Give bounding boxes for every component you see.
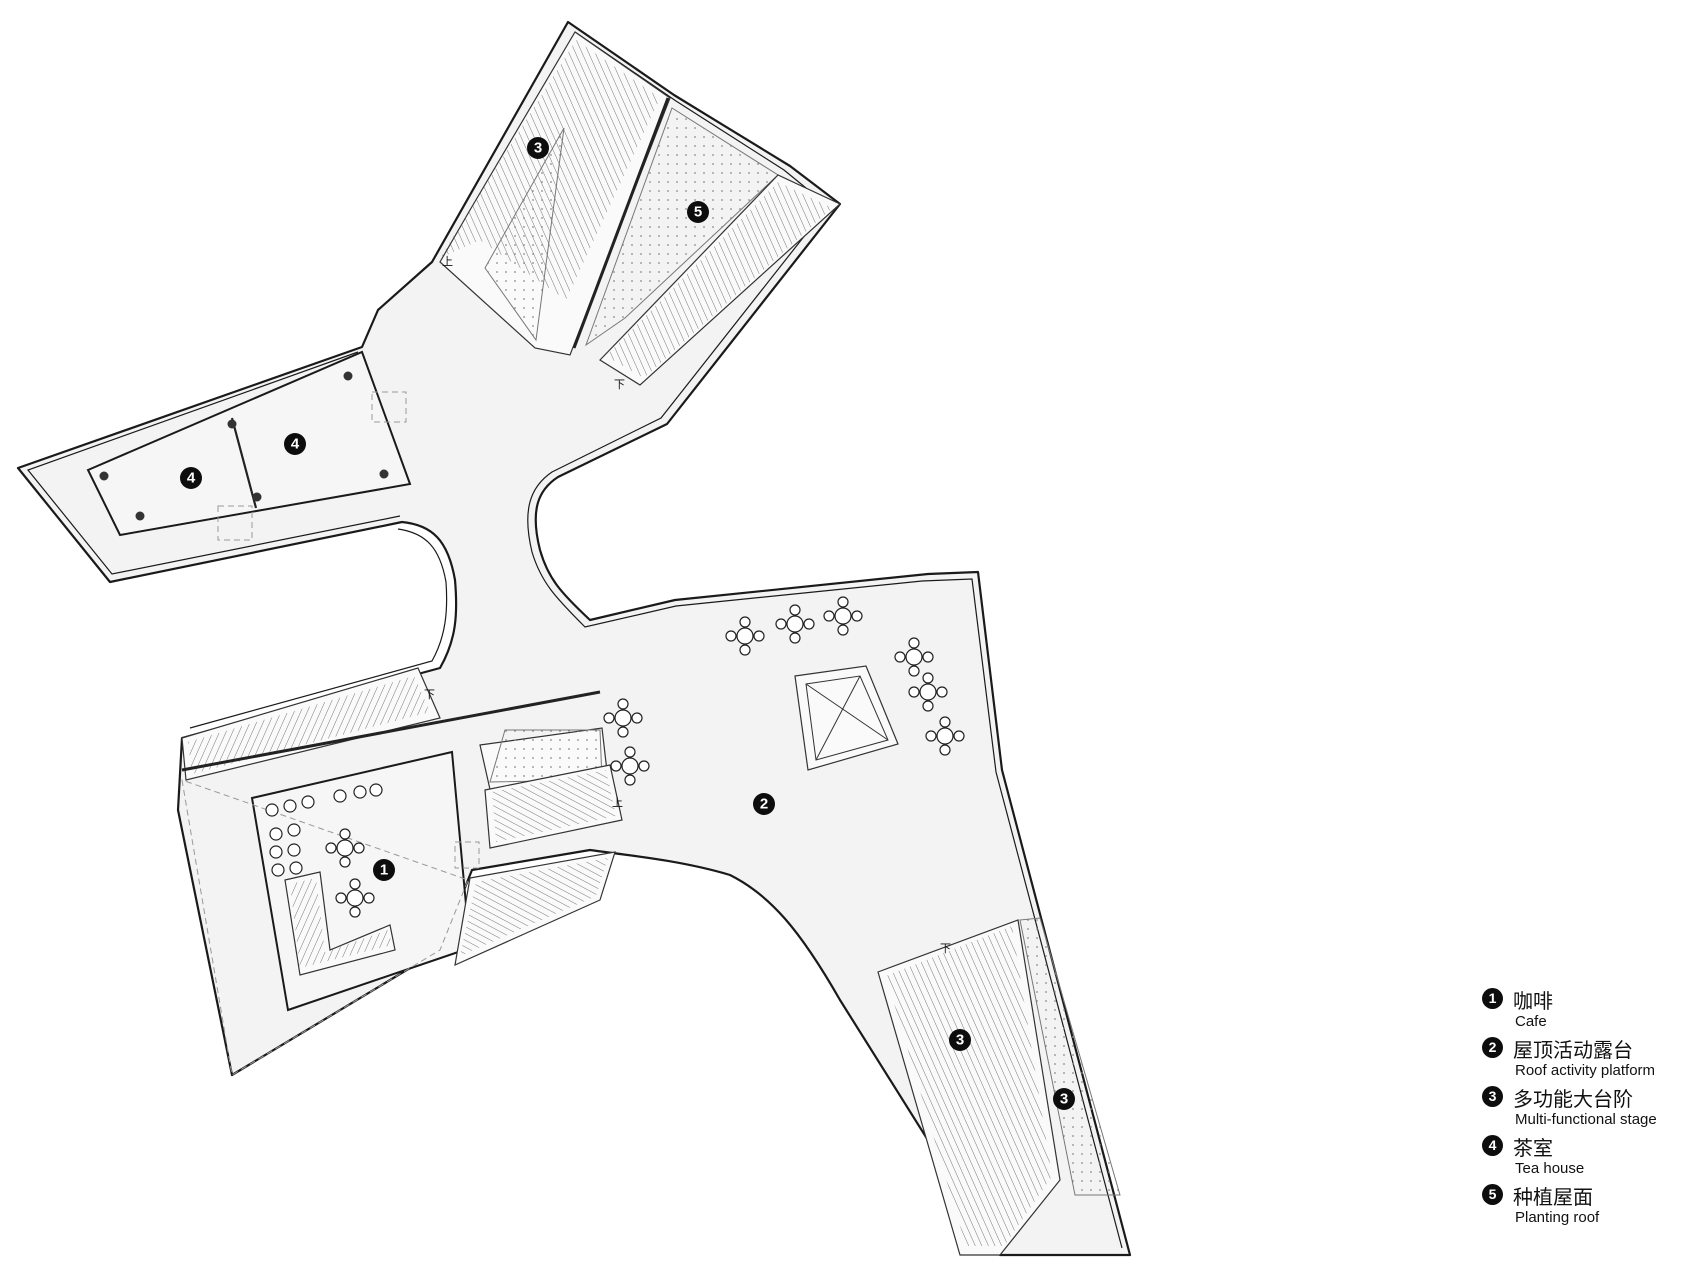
legend-item-cafe: 1 咖啡 Cafe xyxy=(1478,985,1700,1034)
legend-label-en: Tea house xyxy=(1515,1160,1585,1177)
table xyxy=(325,828,365,868)
skylight-diag xyxy=(815,675,861,761)
seat xyxy=(269,845,283,859)
svg-text:3: 3 xyxy=(1060,1091,1068,1108)
legend-number: 4 xyxy=(1482,1135,1503,1156)
svg-text:4: 4 xyxy=(291,436,300,453)
seat xyxy=(271,863,285,877)
table-group xyxy=(325,596,965,918)
stair-direction-up: 上 xyxy=(442,255,453,268)
marker-stage: 3 xyxy=(1053,1088,1075,1110)
legend-number: 2 xyxy=(1482,1037,1503,1058)
marker-stage: 3 xyxy=(527,137,549,159)
legend-item-multi-functional-stage: 3 多功能大台阶 Multi-functional stage xyxy=(1478,1083,1700,1132)
seat xyxy=(265,803,279,817)
seat xyxy=(353,785,367,799)
marker-cafe: 1 xyxy=(373,859,395,881)
svg-text:3: 3 xyxy=(956,1032,964,1049)
legend-label-zh: 茶室 xyxy=(1513,1136,1553,1160)
cafe-door xyxy=(454,841,480,869)
seat xyxy=(301,795,315,809)
marker-tea-house: 4 xyxy=(180,467,202,489)
legend-item-tea-house: 4 茶室 Tea house xyxy=(1478,1132,1700,1181)
column xyxy=(99,471,109,481)
legend-number: 1 xyxy=(1482,988,1503,1009)
table xyxy=(894,637,934,677)
tea-house-door-2 xyxy=(217,505,253,541)
column xyxy=(252,492,262,502)
legend-item-planting-roof: 5 种植屋面 Planting roof xyxy=(1478,1181,1700,1230)
table xyxy=(725,616,765,656)
central-stair-mid-fill xyxy=(492,770,616,842)
floor-inner-rim-west xyxy=(189,528,448,729)
legend: 1 咖啡 Cafe 2 屋顶活动露台 Roof activity platfor… xyxy=(1478,985,1700,1230)
svg-text:5: 5 xyxy=(694,204,702,221)
seat xyxy=(287,823,301,837)
tea-house-door xyxy=(371,391,407,423)
seat xyxy=(369,783,383,797)
tea-house-partition xyxy=(230,417,258,509)
table xyxy=(335,878,375,918)
legend-label-en: Planting roof xyxy=(1515,1209,1600,1226)
table xyxy=(775,604,815,644)
table xyxy=(603,698,643,738)
table xyxy=(610,746,650,786)
legend-label-zh: 咖啡 xyxy=(1513,989,1553,1013)
planter-divider-top xyxy=(572,97,670,349)
svg-text:2: 2 xyxy=(760,796,768,813)
legend-label-en: Multi-functional stage xyxy=(1515,1111,1657,1128)
stair-direction-up: 上 xyxy=(612,796,623,809)
table xyxy=(925,716,965,756)
stage-top-right-treads-fill xyxy=(606,182,832,378)
stair-direction-down: 下 xyxy=(424,688,435,701)
seat xyxy=(287,843,301,857)
table xyxy=(908,672,948,712)
marker-planting-roof: 5 xyxy=(687,201,709,223)
tea-house-room xyxy=(86,350,412,537)
floor-inner-rim xyxy=(527,31,1123,1249)
column xyxy=(379,469,389,479)
floor-inner-rim-tea xyxy=(27,351,401,575)
column xyxy=(227,419,237,429)
marker-roof-platform: 2 xyxy=(753,793,775,815)
seat xyxy=(333,789,347,803)
stair-direction-down: 下 xyxy=(940,942,951,955)
svg-text:4: 4 xyxy=(187,470,196,487)
legend-label-zh: 多功能大台阶 xyxy=(1513,1087,1633,1111)
planting-roof-top-left xyxy=(484,127,565,342)
west-stair-fill xyxy=(188,676,430,774)
seat xyxy=(289,861,303,875)
cafe-outline-dashed xyxy=(181,779,469,1076)
marker-tea-house: 4 xyxy=(284,433,306,455)
legend-number: 3 xyxy=(1482,1086,1503,1107)
column xyxy=(343,371,353,381)
seat xyxy=(283,799,297,813)
stage-southeast-treads-fill xyxy=(886,926,1052,1246)
stair-direction-down: 下 xyxy=(614,378,625,391)
cafe-seats xyxy=(265,783,383,877)
column xyxy=(135,511,145,521)
svg-text:1: 1 xyxy=(380,862,388,879)
skylight-diag xyxy=(805,683,889,741)
legend-item-roof-activity-platform: 2 屋顶活动露台 Roof activity platform xyxy=(1478,1034,1700,1083)
cafe-stair-fill xyxy=(290,878,392,968)
central-stair-south-fill xyxy=(460,858,608,956)
table xyxy=(823,596,863,636)
west-stair-rail xyxy=(181,690,601,772)
svg-text:3: 3 xyxy=(534,140,542,157)
legend-number: 5 xyxy=(1482,1184,1503,1205)
marker-stage: 3 xyxy=(949,1029,971,1051)
legend-label-zh: 种植屋面 xyxy=(1513,1185,1593,1209)
seat xyxy=(269,827,283,841)
legend-label-en: Roof activity platform xyxy=(1515,1062,1656,1079)
legend-label-en: Cafe xyxy=(1515,1013,1547,1030)
legend-label-zh: 屋顶活动露台 xyxy=(1513,1038,1633,1062)
